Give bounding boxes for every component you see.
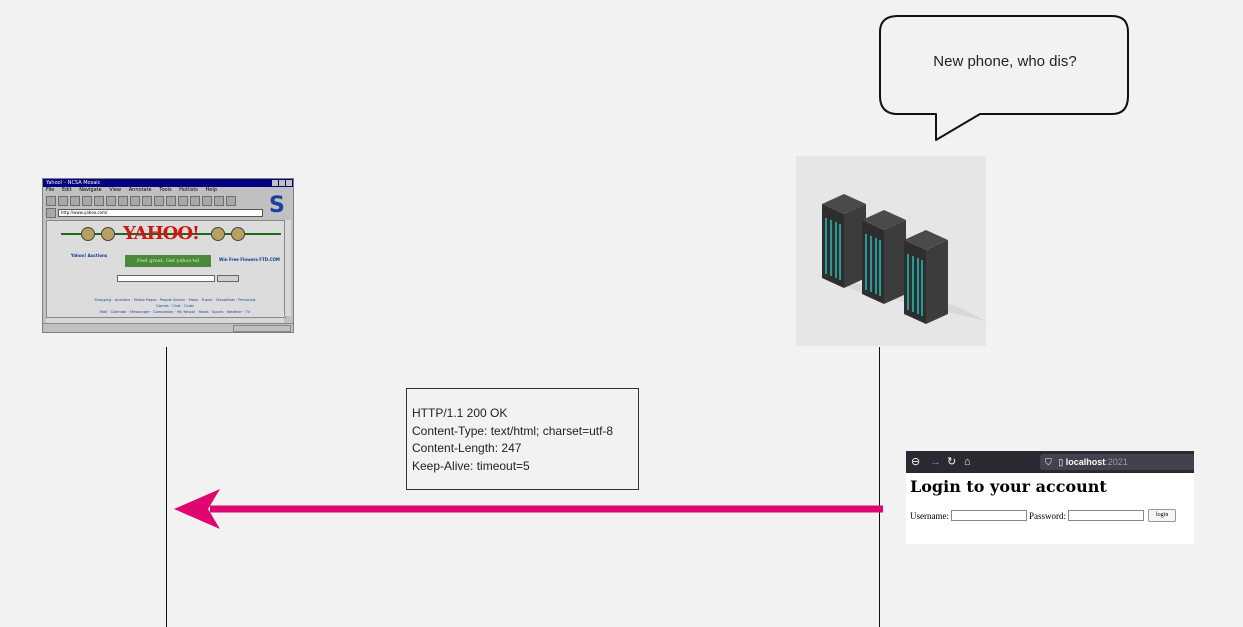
back-icon: ⊖ [911, 456, 921, 468]
server-rack-icon [822, 194, 866, 288]
status-field [233, 325, 291, 332]
maximize-icon [279, 180, 285, 186]
toolbar-icon [82, 196, 92, 206]
home-icon: ⌂ [964, 456, 971, 468]
toolbar-icon [190, 196, 200, 206]
minimize-icon [272, 180, 278, 186]
page-content: YAHOO! Yahoo! Auctions Feel great. Get y… [46, 220, 286, 318]
response-header-line: Keep-Alive: timeout=5 [412, 458, 530, 473]
flowers-link: Win Free Flowers FTD.COM [219, 257, 280, 262]
url-field: http://www.yahoo.com/ [58, 209, 263, 217]
response-header-line: Content-Length: 247 [412, 441, 522, 455]
url-bar: http://www.yahoo.com/ [46, 208, 263, 218]
close-icon [286, 180, 292, 186]
toolbar-icon [70, 196, 80, 206]
menu-item: Navigate [79, 187, 102, 193]
header-icon [101, 227, 115, 241]
toolbar-icon [94, 196, 104, 206]
yahoo-header: YAHOO! [61, 223, 281, 244]
toolbar-icon [226, 196, 236, 206]
shield-icon: ⛉ [1045, 457, 1052, 467]
toolbar-icon [58, 196, 68, 206]
login-page-screenshot: ⊖ → ↻ ⌂ ⛉ ▯ localhost:2021 Login to your… [906, 451, 1194, 544]
vertical-scrollbar [284, 220, 291, 316]
login-heading: Login to your account [910, 477, 1107, 496]
auctions-link: Yahoo! Auctions [70, 253, 108, 258]
horizontal-scrollbar [46, 317, 284, 323]
links-line: Mail · Calendar · Messenger · Companion … [99, 310, 251, 314]
toolbar-icon [178, 196, 188, 206]
server-rack-icon [862, 210, 906, 304]
response-arrow [174, 489, 883, 529]
header-rule [61, 233, 281, 235]
forward-icon: → [930, 456, 941, 468]
menu-item: Annotate [128, 187, 152, 193]
url-host: localhost [1065, 457, 1106, 467]
yahoo-logo: YAHOO! [123, 223, 200, 244]
menu-item: Help [205, 187, 217, 193]
password-label: Password: [1028, 510, 1066, 521]
browser-toolbar: ⊖ → ↻ ⌂ ⛉ ▯ localhost:2021 [906, 451, 1194, 473]
speech-bubble-text: New phone, who dis? [933, 53, 1077, 70]
response-status-line: HTTP/1.1 200 OK [412, 406, 508, 420]
toolbar-icon [142, 196, 152, 206]
links-line: Shopping · Auctions · Yellow Pages · Peo… [94, 298, 256, 302]
toolbar-icon [46, 196, 56, 206]
header-icon [211, 227, 225, 241]
window-title: Yahoo! - NCSA Mosaic [46, 180, 101, 186]
back-icon [46, 208, 56, 218]
browser-toolbar [43, 194, 293, 208]
header-icon [81, 227, 95, 241]
ad-banner: Feel great. Get yahoo'ed [125, 255, 211, 267]
client-lifeline [166, 347, 167, 627]
menu-item: Edit [61, 187, 72, 193]
header-icon [231, 227, 245, 241]
username-label: Username: [910, 510, 949, 521]
page-icon: ▯ [1058, 457, 1064, 467]
toolbar-icon [106, 196, 116, 206]
toolbar-icon [202, 196, 212, 206]
window-title-bar: Yahoo! - NCSA Mosaic [43, 179, 293, 187]
username-field [950, 510, 1027, 521]
url-port: :2021 [1105, 457, 1128, 467]
menu-item: View [109, 187, 122, 193]
menu-item: File [46, 187, 55, 193]
response-header-line: Content-Type: text/html; charset=utf-8 [412, 423, 614, 438]
server-rack-icon [904, 230, 948, 324]
reload-icon: ↻ [947, 456, 957, 468]
speech-bubble [879, 15, 1129, 141]
login-form: Username: Password: login [910, 509, 1177, 522]
address-bar: ⛉ ▯ localhost:2021 [1040, 454, 1194, 470]
toolbar-icon [154, 196, 164, 206]
menu-item: Tools [159, 187, 172, 193]
links-line: Games · Chat · Clubs [156, 304, 194, 308]
menu-bar: File Edit Navigate View Annotate Tools H… [43, 187, 293, 194]
toolbar-icon [214, 196, 224, 206]
toolbar-icon [166, 196, 176, 206]
server-illustration [796, 156, 986, 346]
status-bar [43, 323, 293, 332]
http-response-box: HTTP/1.1 200 OK Content-Type: text/html;… [406, 388, 639, 490]
login-button: login [1148, 509, 1177, 522]
category-links: Shopping · Auctions · Yellow Pages · Peo… [67, 297, 283, 315]
client-browser-screenshot: Yahoo! - NCSA Mosaic File Edit Navigate … [42, 178, 294, 333]
toolbar-icon [118, 196, 128, 206]
menu-item: Hotlists [179, 187, 198, 193]
search-input [117, 275, 215, 282]
mosaic-logo-icon: S [269, 193, 285, 218]
password-field [1068, 510, 1144, 521]
server-lifeline [879, 347, 880, 627]
toolbar-icon [130, 196, 140, 206]
search-button [217, 275, 239, 282]
